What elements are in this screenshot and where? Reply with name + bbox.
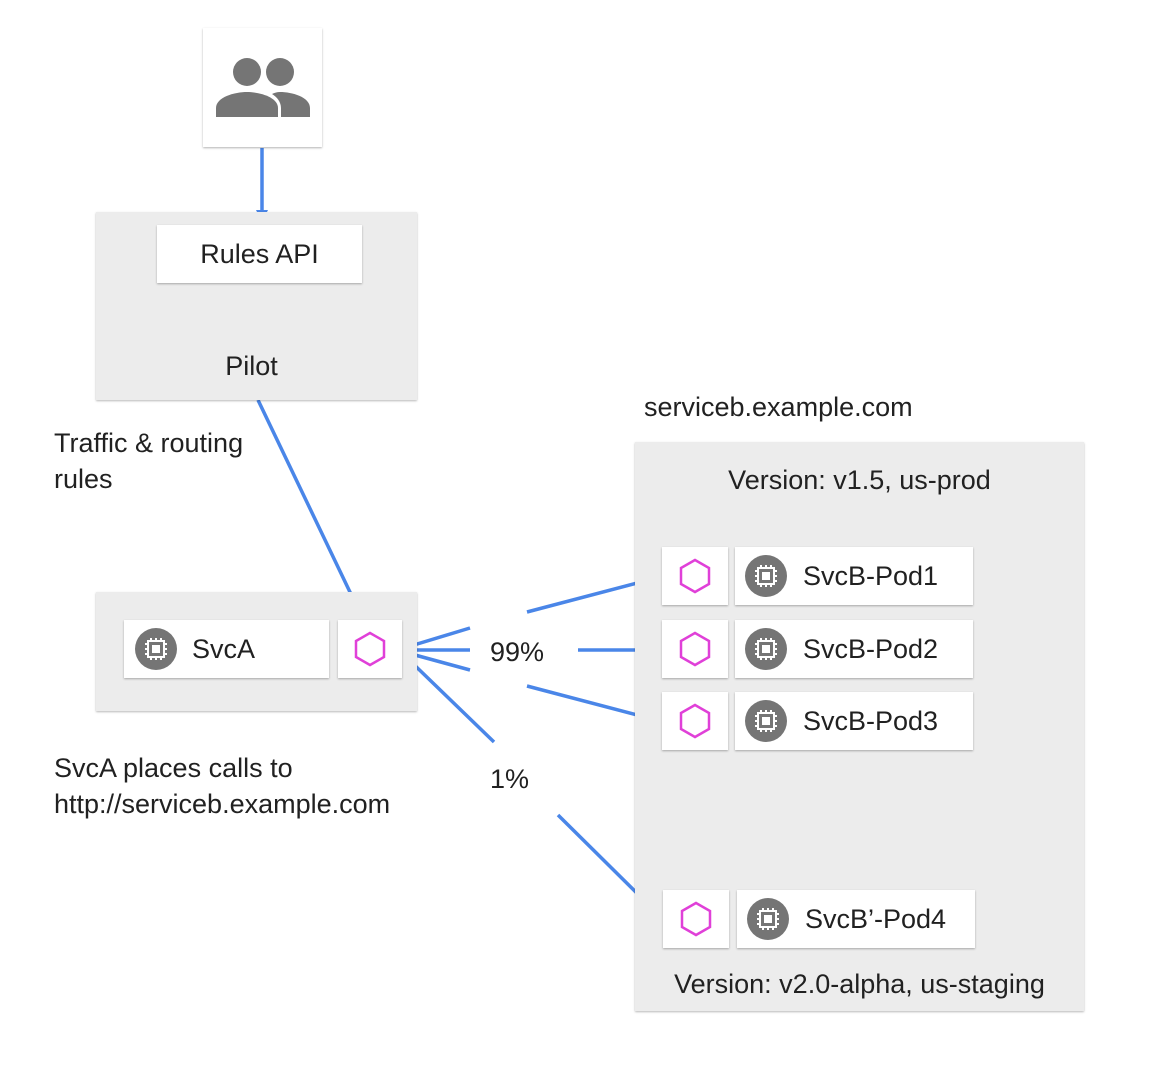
cpu-chip-icon — [745, 555, 787, 597]
rules-api-box: Rules API — [157, 225, 362, 283]
pod1-box: SvcB-Pod1 — [735, 547, 973, 605]
pod3-proxy — [662, 692, 728, 750]
cpu-chip-icon — [745, 628, 787, 670]
svca-panel: SvcA — [96, 592, 417, 711]
users-card — [203, 28, 322, 147]
users-group-icon — [216, 58, 310, 117]
pod3-box: SvcB-Pod3 — [735, 692, 973, 750]
svca-proxy — [338, 620, 402, 678]
pod4-box: SvcB’-Pod4 — [737, 890, 975, 948]
pod3-label: SvcB-Pod3 — [803, 706, 939, 736]
rules-api-label: Rules API — [200, 239, 319, 269]
pod4-proxy — [663, 890, 729, 948]
prod-version-label: Version: v1.5, us-prod — [728, 465, 991, 495]
pod1-proxy — [662, 547, 728, 605]
pod2-label: SvcB-Pod2 — [803, 634, 939, 664]
traffic-rules-label: Traffic & routing rules — [54, 428, 244, 494]
serviceb-host-label: serviceb.example.com — [644, 392, 913, 422]
svca-box: SvcA — [124, 620, 329, 678]
pod1-label: SvcB-Pod1 — [803, 561, 939, 591]
cpu-chip-icon — [747, 898, 789, 940]
cpu-chip-icon — [135, 628, 177, 670]
envoy-hexagon-icon — [679, 631, 711, 667]
pilot-to-proxy-arrow — [256, 399, 362, 615]
pilot-panel: Rules API Pilot — [96, 212, 417, 400]
envoy-hexagon-icon — [354, 631, 386, 667]
pod4-label: SvcB’-Pod4 — [805, 904, 947, 934]
envoy-hexagon-icon — [679, 703, 711, 739]
serviceb-panel: Version: v1.5, us-prod SvcB-Pod1 — [635, 442, 1084, 1011]
envoy-hexagon-icon — [679, 558, 711, 594]
cpu-chip-icon — [745, 700, 787, 742]
svca-label: SvcA — [192, 634, 256, 664]
pct-minor-label: 1% — [490, 764, 530, 794]
staging-version-label: Version: v2.0-alpha, us-staging — [674, 969, 1045, 999]
envoy-hexagon-icon — [680, 901, 712, 937]
svca-calls-label: SvcA places calls to http://serviceb.exa… — [54, 753, 391, 819]
pilot-label: Pilot — [225, 351, 278, 381]
pct-major-label: 99% — [490, 637, 545, 667]
pod2-box: SvcB-Pod2 — [735, 620, 973, 678]
pod2-proxy — [662, 620, 728, 678]
